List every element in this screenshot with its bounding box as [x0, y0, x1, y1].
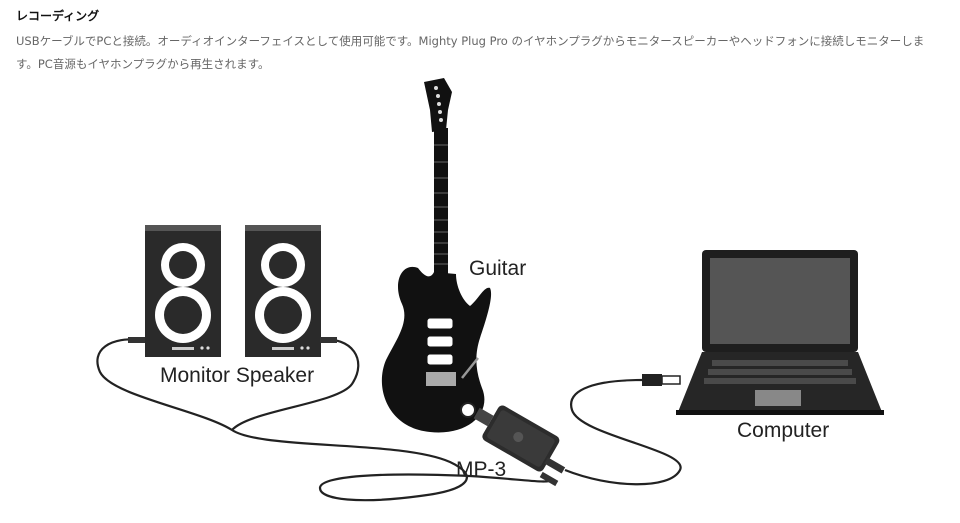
usb-cable [564, 378, 682, 486]
monitor-speaker-label: Monitor Speaker [160, 364, 314, 387]
section-description: USBケーブルでPCと接続。オーディオインターフェイスとして使用可能です。Mig… [16, 34, 925, 71]
section-header: レコーディング USBケーブルでPCと接続。オーディオインターフェイスとして使用… [16, 8, 946, 76]
computer-label: Computer [737, 419, 829, 442]
guitar-label: Guitar [469, 257, 526, 280]
guitar-body [381, 266, 492, 433]
speaker-plugs [128, 337, 337, 343]
laptop-icon [676, 250, 884, 415]
guitar-neck [434, 128, 448, 278]
mp3-device-icon [460, 402, 566, 487]
speaker-right-cable [231, 338, 360, 431]
device-label: MP-3 [456, 458, 506, 481]
guitar-icon [381, 78, 492, 433]
cables [96, 338, 682, 502]
speaker-left-cable [96, 338, 553, 502]
section-title: レコーディング [16, 9, 100, 23]
monitor-speaker-left [145, 225, 221, 357]
usb-plug-icon [642, 374, 681, 386]
monitor-speaker-right [245, 225, 321, 357]
